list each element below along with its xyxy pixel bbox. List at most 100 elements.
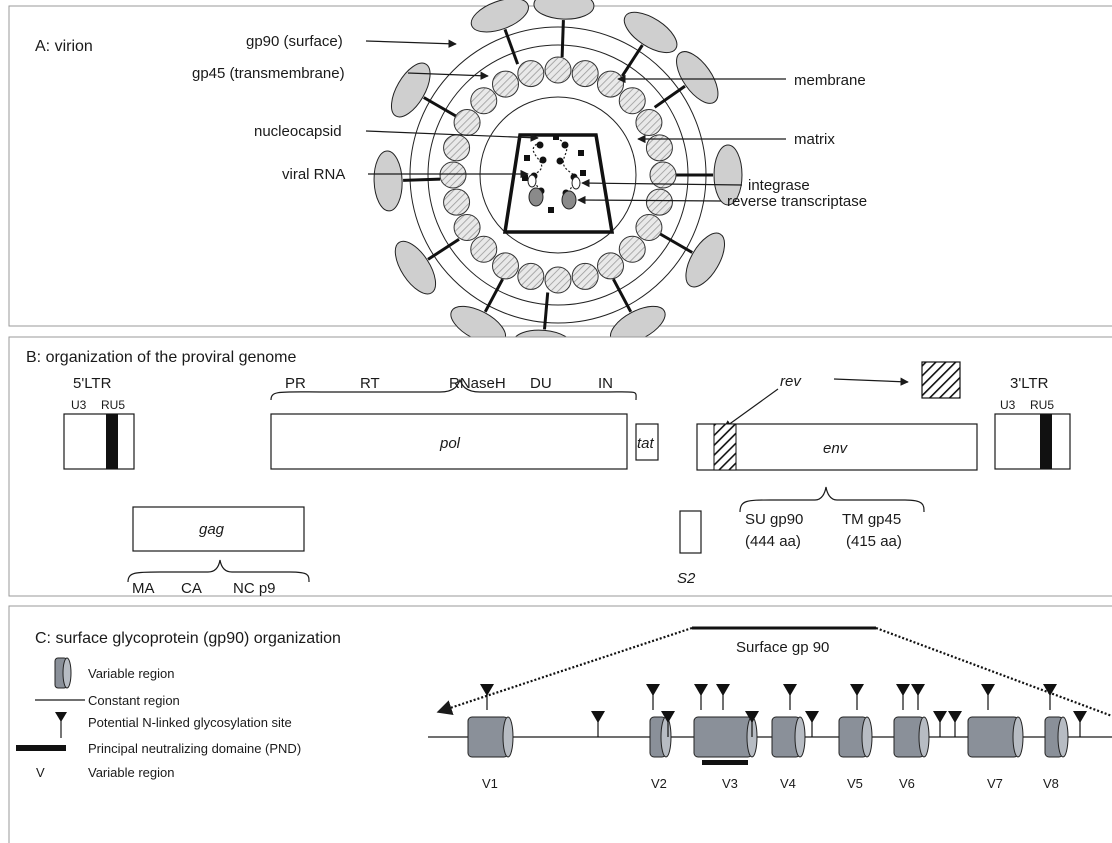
ltr5-r-region bbox=[106, 414, 118, 469]
matrix-bead bbox=[544, 56, 572, 84]
legend-text-v: Variable region bbox=[88, 765, 174, 780]
transmembrane-stalk bbox=[503, 28, 520, 65]
glycosylation-site-marker bbox=[646, 684, 660, 696]
pol-domain-in: IN bbox=[598, 375, 613, 392]
region-label-v7: V7 bbox=[987, 776, 1003, 791]
label-viral-rna: viral RNA bbox=[282, 166, 345, 183]
legend-pnd-bar-symbol bbox=[16, 745, 66, 751]
matrix-bead bbox=[453, 214, 481, 241]
surface-spike bbox=[394, 240, 437, 295]
ltr3-box bbox=[994, 413, 1071, 470]
glycosylation-site-marker bbox=[783, 684, 797, 696]
pol-domain-du: DU bbox=[530, 375, 552, 392]
variable-region-cap bbox=[660, 716, 672, 758]
panel-a: A: virion bbox=[8, 0, 1112, 360]
matrix-bead bbox=[517, 262, 545, 290]
region-label-v1: V1 bbox=[482, 776, 498, 791]
glycosylation-site-marker bbox=[805, 711, 819, 723]
transmembrane-stalk bbox=[403, 177, 441, 182]
panel-b: B: organization of the proviral genome 5… bbox=[8, 336, 1112, 597]
matrix-bead bbox=[618, 87, 646, 115]
matrix-bead bbox=[492, 70, 519, 98]
env-brace bbox=[739, 486, 925, 513]
surface-spike bbox=[713, 144, 743, 206]
legend-text-glycosylation: Potential N-linked glycosylation site bbox=[88, 715, 292, 730]
pol-domain-rnaseh: RNaseH bbox=[449, 375, 506, 392]
transmembrane-stalk bbox=[612, 278, 633, 313]
ltr5-label: 5'LTR bbox=[73, 375, 112, 392]
label-matrix: matrix bbox=[794, 131, 835, 148]
gag-gene-box bbox=[132, 506, 305, 552]
transmembrane-stalk bbox=[560, 20, 565, 58]
transmembrane-stalk bbox=[653, 84, 686, 109]
glycosylation-site-marker bbox=[745, 711, 759, 723]
transmembrane-stalk bbox=[483, 278, 504, 313]
label-gp45: gp45 (transmembrane) bbox=[192, 65, 345, 82]
region-label-v2: V2 bbox=[651, 776, 667, 791]
label-reverse-transcriptase: reverse transcriptase bbox=[727, 193, 867, 210]
matrix-bead bbox=[571, 60, 599, 88]
envelope-spikes bbox=[373, 0, 743, 360]
surface-spike bbox=[676, 51, 719, 104]
capsid-core bbox=[502, 133, 615, 234]
legend-text-variable: Variable region bbox=[88, 666, 174, 681]
variable-region-cylinder bbox=[967, 716, 1019, 758]
glycosylation-site-marker bbox=[480, 684, 494, 696]
panel-c-title: C: surface glycoprotein (gp90) organizat… bbox=[35, 630, 341, 647]
glycosylation-site-marker bbox=[948, 711, 962, 723]
legend-text-constant: Constant region bbox=[88, 693, 180, 708]
region-label-v6: V6 bbox=[899, 776, 915, 791]
panel-a-title: A: virion bbox=[35, 38, 93, 55]
variable-region-cap bbox=[502, 716, 514, 758]
glycosylation-site-marker bbox=[694, 684, 708, 696]
pol-gene-box bbox=[270, 413, 628, 470]
virion-illustration bbox=[373, 0, 743, 360]
panel-c: C: surface glycoprotein (gp90) organizat… bbox=[8, 605, 1112, 843]
variable-region-cap bbox=[1012, 716, 1024, 758]
gag-gene-label: gag bbox=[199, 521, 225, 538]
env-su-length: (444 aa) bbox=[745, 533, 801, 550]
s2-gene-box bbox=[679, 510, 702, 554]
matrix-bead bbox=[517, 60, 545, 88]
matrix-beads bbox=[439, 56, 677, 294]
glycosylation-site-marker bbox=[716, 684, 730, 696]
tat-gene-label: tat bbox=[637, 435, 655, 452]
gag-brace bbox=[127, 559, 310, 583]
legend-v-symbol: V bbox=[36, 765, 45, 780]
pol-domain-rt: RT bbox=[360, 375, 380, 392]
tat-gene-box bbox=[635, 423, 659, 461]
zoom-line-right bbox=[875, 626, 1112, 718]
transmembrane-stalk bbox=[542, 292, 550, 330]
surface-spike bbox=[533, 0, 595, 20]
legend-variable-cylinder-symbol bbox=[54, 657, 72, 689]
variable-region-cylinder bbox=[467, 716, 509, 758]
label-membrane: membrane bbox=[794, 72, 866, 89]
surface-spike bbox=[373, 150, 403, 212]
env-tm-name: TM gp45 bbox=[842, 511, 901, 528]
matrix-bead bbox=[571, 262, 599, 290]
glycosylation-site-marker bbox=[591, 711, 605, 723]
gag-domain-ca: CA bbox=[181, 580, 202, 597]
variable-region-cap bbox=[918, 716, 930, 758]
pol-domain-pr: PR bbox=[285, 375, 306, 392]
glycosylation-site-marker bbox=[1073, 711, 1087, 723]
matrix-bead bbox=[649, 161, 677, 189]
variable-regions bbox=[467, 716, 1069, 758]
transmembrane-stalk bbox=[427, 238, 460, 261]
zoom-line-left bbox=[436, 626, 693, 715]
region-label-v3: V3 bbox=[722, 776, 738, 791]
ltr5-ru5: RU5 bbox=[101, 398, 125, 412]
env-tm-length: (415 aa) bbox=[846, 533, 902, 550]
pnd-bar bbox=[702, 760, 748, 765]
ltr3-r-region bbox=[1040, 414, 1052, 469]
ltr5-u3: U3 bbox=[71, 398, 87, 412]
region-labels: V1 V2 V3 V4 V5 V6 V7 V8 bbox=[482, 776, 1059, 791]
gag-domain-ma: MA bbox=[132, 580, 155, 597]
legend-text-pnd: Principal neutralizing domaine (PND) bbox=[88, 741, 301, 756]
region-label-v4: V4 bbox=[780, 776, 796, 791]
matrix-bead bbox=[645, 188, 673, 216]
glycosylation-site-marker bbox=[911, 684, 925, 696]
label-integrase: integrase bbox=[748, 177, 810, 194]
surface-spike bbox=[390, 62, 431, 118]
